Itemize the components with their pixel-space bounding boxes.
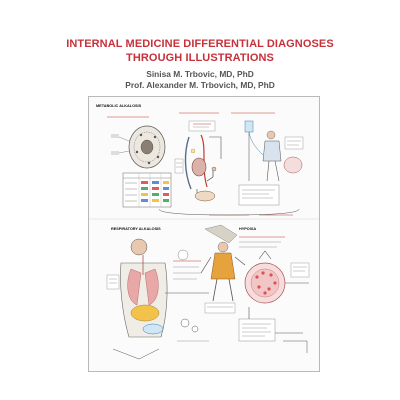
cell-illustration	[111, 125, 166, 169]
book-title-line-2: THROUGH ILLUSTRATIONS	[126, 52, 274, 64]
climber-illustration	[200, 224, 246, 314]
author-1: Sinisa M. Trbovic, MD, PhD	[146, 69, 254, 79]
section-heading-metabolic-alkalosis: METABOLIC ALKALOSIS	[96, 104, 142, 108]
section-heading-respiratory-alkalosis: RESPIRATORY ALKALOSIS	[111, 227, 161, 231]
torso-lungs-illustration	[106, 238, 209, 360]
renal-schematic	[174, 120, 222, 202]
lab-value-table	[122, 172, 172, 208]
hypoxia-illustration	[238, 236, 310, 353]
illustration-plate: METABOLIC ALKALOSIS RESPIRATORY ALKALOSI…	[88, 96, 320, 372]
author-2: Prof. Alexander M. Trbovich, MD, PhD	[125, 80, 275, 90]
illustration-canvas: METABOLIC ALKALOSIS RESPIRATORY ALKALOSI…	[89, 104, 319, 360]
patient-illustration	[238, 120, 304, 206]
book-title-line-1: INTERNAL MEDICINE DIFFERENTIAL DIAGNOSES	[66, 38, 334, 50]
section-heading-hypoxia: HYPOXIA	[239, 227, 256, 231]
